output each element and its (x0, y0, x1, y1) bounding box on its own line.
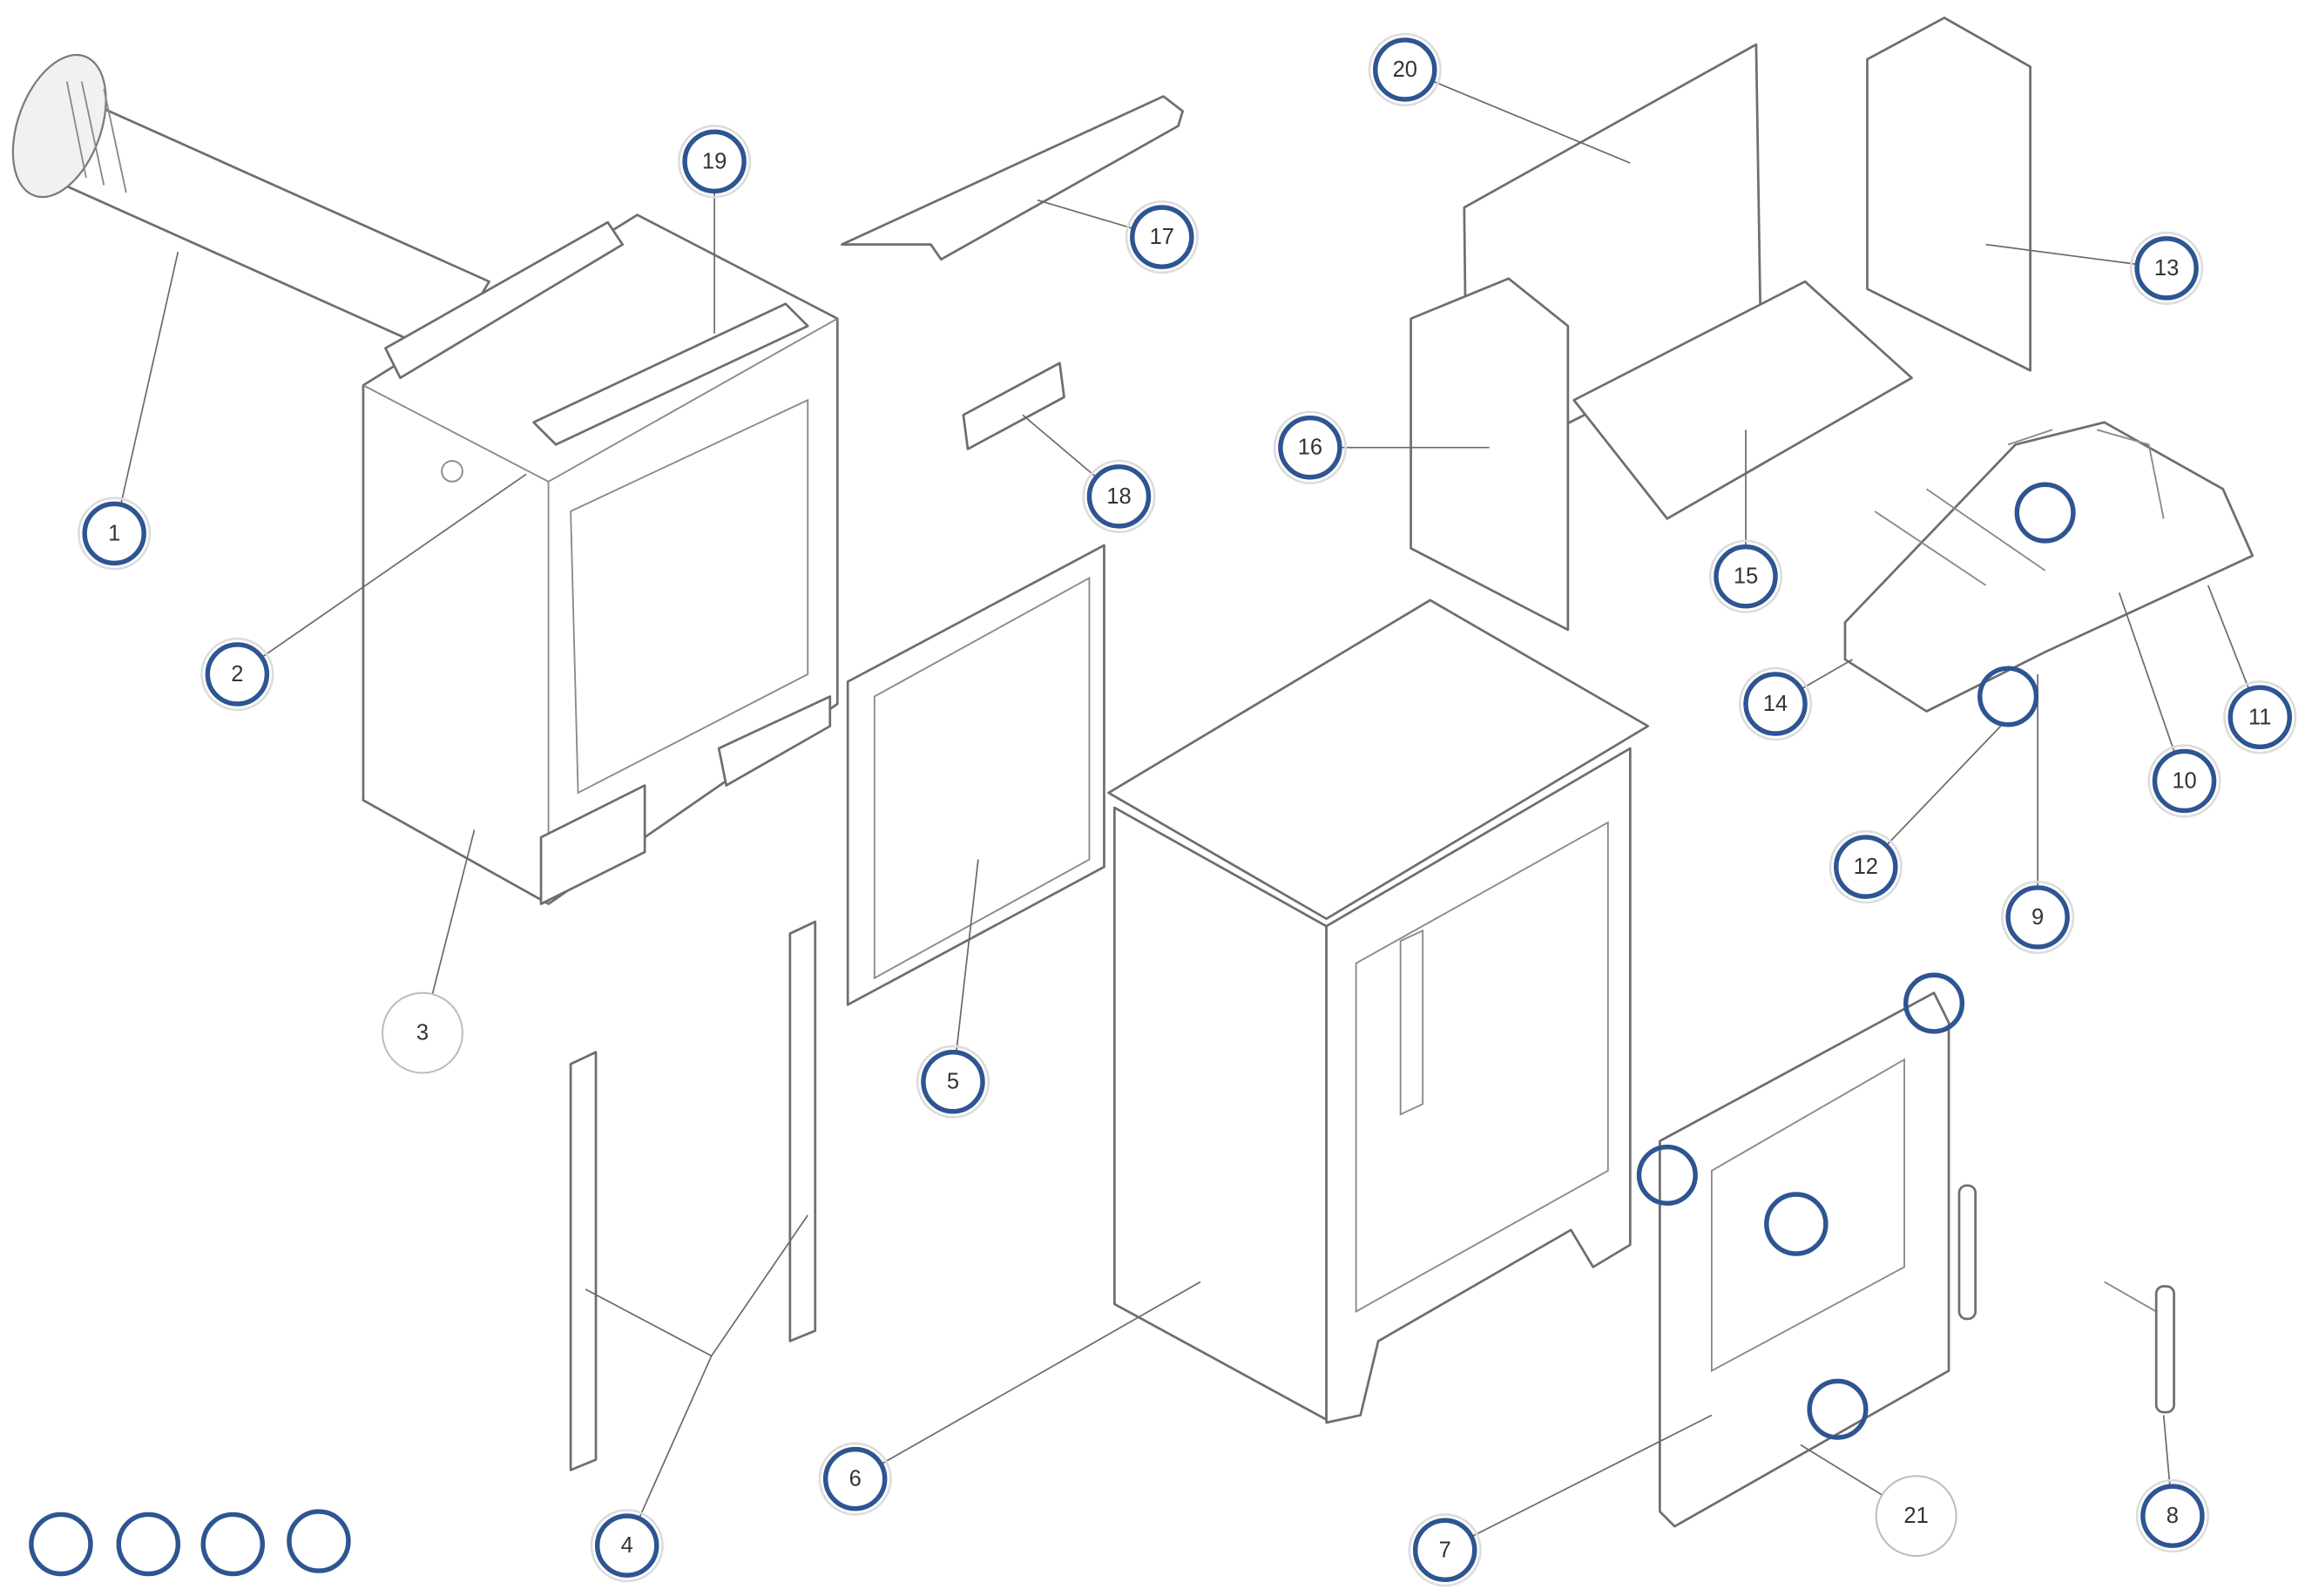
callout-7[interactable]: 7 (1408, 1513, 1482, 1587)
svg-text:15: 15 (1734, 565, 1758, 589)
callout-10[interactable]: 10 (2147, 744, 2221, 818)
empty-marker[interactable] (116, 1511, 181, 1577)
svg-text:13: 13 (2154, 256, 2179, 281)
callout-13[interactable]: 13 (2129, 231, 2204, 305)
empty-marker[interactable] (1903, 972, 1965, 1034)
part-flue-pipe (11, 53, 490, 357)
callout-4[interactable]: 4 (590, 1509, 664, 1583)
svg-text:19: 19 (702, 149, 727, 173)
part-6-stove-body (1107, 598, 1650, 1424)
svg-text:18: 18 (1106, 484, 1131, 509)
callout-5[interactable]: 5 (916, 1045, 990, 1119)
callout-14[interactable]: 14 (1738, 666, 1813, 741)
part-13-firebrick (1866, 17, 2031, 372)
svg-text:3: 3 (416, 1021, 429, 1045)
svg-text:9: 9 (2031, 905, 2044, 930)
empty-marker[interactable] (1807, 1378, 1869, 1440)
callout-6[interactable]: 6 (818, 1442, 892, 1516)
callout-15[interactable]: 15 (1708, 539, 1783, 613)
callout-16[interactable]: 16 (1273, 410, 1348, 484)
callout-18[interactable]: 18 (1082, 459, 1156, 533)
callout-19[interactable]: 19 (677, 125, 752, 199)
svg-text:8: 8 (2167, 1504, 2179, 1528)
part-18-bracket (962, 362, 1065, 450)
part-17-baffle (841, 95, 1184, 261)
empty-marker[interactable] (287, 1509, 351, 1573)
svg-text:14: 14 (1763, 692, 1788, 716)
empty-marker[interactable] (2014, 482, 2076, 544)
part-4-strip-right (788, 920, 817, 1342)
svg-text:11: 11 (2248, 705, 2271, 729)
callout-12[interactable]: 12 (1829, 829, 1903, 904)
callout-11[interactable]: 11 (2223, 680, 2297, 754)
callout-2[interactable]: 2 (200, 637, 274, 712)
empty-marker[interactable] (1977, 666, 2039, 727)
svg-text:1: 1 (108, 521, 120, 545)
empty-marker[interactable] (1764, 1192, 1829, 1256)
part-16-firebrick (1410, 277, 1570, 632)
callout-8[interactable]: 8 (2135, 1479, 2210, 1553)
part-log-set (1843, 421, 2255, 713)
callout-1[interactable]: 1 (78, 497, 152, 571)
svg-text:17: 17 (1150, 225, 1174, 249)
svg-text:2: 2 (231, 662, 243, 686)
svg-text:12: 12 (1854, 855, 1878, 879)
svg-text:6: 6 (849, 1467, 862, 1491)
callout-9[interactable]: 9 (2001, 880, 2075, 955)
svg-text:7: 7 (1439, 1538, 1451, 1562)
part-7-door (1658, 991, 1977, 1528)
part-8-handle (2104, 1281, 2175, 1414)
empty-marker[interactable] (29, 1511, 93, 1577)
svg-text:16: 16 (1298, 436, 1322, 460)
callouts: 1 2 3 4 5 6 7 8 9 10 11 12 13 14 15 16 1… (78, 32, 2297, 1587)
callout-17[interactable]: 17 (1125, 200, 1199, 274)
empty-markers (29, 482, 2076, 1577)
callout-20[interactable]: 20 (1368, 32, 1442, 107)
part-rear-box (362, 213, 839, 905)
part-5-door-frame (846, 544, 1105, 1006)
part-15-grate-plate (1572, 280, 1913, 520)
svg-text:5: 5 (947, 1070, 959, 1094)
callout-21[interactable]: 21 (1875, 1475, 1957, 1558)
svg-text:21: 21 (1903, 1504, 1928, 1528)
svg-text:4: 4 (621, 1533, 633, 1558)
callout-3[interactable]: 3 (382, 991, 463, 1074)
part-4-strip-left (569, 1051, 598, 1471)
svg-text:20: 20 (1393, 57, 1417, 82)
empty-marker[interactable] (200, 1511, 266, 1577)
empty-marker[interactable] (1636, 1144, 1698, 1206)
svg-text:10: 10 (2172, 768, 2196, 793)
